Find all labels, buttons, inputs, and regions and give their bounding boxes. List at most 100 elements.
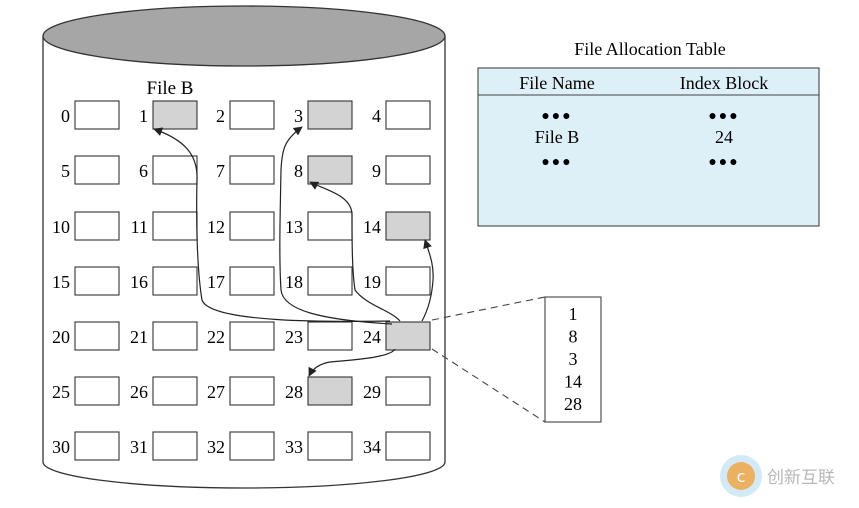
file-allocation-table: File Allocation Table File Name Index Bl…: [477, 39, 820, 227]
block-number-label: 7: [216, 161, 225, 181]
disk-body: [42, 36, 446, 489]
allocated-block-box: [385, 321, 431, 351]
free-block-box: [74, 100, 120, 130]
block-number-label: 28: [285, 382, 303, 402]
fat-row-file-name: File B: [535, 127, 580, 147]
disk-block-7: 7: [216, 155, 275, 185]
block-number-label: 20: [52, 327, 70, 347]
free-block-box: [152, 376, 198, 406]
block-number-label: 9: [372, 161, 381, 181]
free-block-box: [307, 266, 353, 296]
block-number-label: 32: [207, 437, 225, 457]
block-number-label: 26: [130, 382, 148, 402]
block-number-label: 14: [363, 217, 381, 237]
disk-block-33: 33: [285, 431, 353, 461]
free-block-box: [307, 431, 353, 461]
block-number-label: 31: [130, 437, 148, 457]
block-number-label: 30: [52, 437, 70, 457]
disk-block-26: 26: [130, 376, 198, 406]
free-block-box: [229, 376, 275, 406]
free-block-box: [229, 431, 275, 461]
allocated-block-box: [152, 100, 198, 130]
block-number-label: 6: [139, 161, 148, 181]
fat-row-index-block: 24: [715, 127, 733, 147]
allocated-block-box: [307, 100, 353, 130]
block-number-label: 23: [285, 327, 303, 347]
free-block-box: [152, 431, 198, 461]
block-number-label: 2: [216, 106, 225, 126]
disk-block-4: 4: [372, 100, 431, 130]
block-number-label: 25: [52, 382, 70, 402]
index-entry: 28: [564, 394, 582, 414]
disk-block-1: 1: [139, 100, 198, 130]
free-block-box: [229, 211, 275, 241]
block-number-label: 29: [363, 382, 381, 402]
block-number-label: 22: [207, 327, 225, 347]
disk-block-6: 6: [139, 155, 198, 185]
free-block-box: [385, 155, 431, 185]
free-block-box: [385, 376, 431, 406]
fat-header-index-block: Index Block: [680, 73, 768, 93]
block-number-label: 3: [294, 106, 303, 126]
arrow-to-block-14: [421, 239, 434, 322]
arrow-to-block-8: [309, 181, 401, 322]
disk-block-34: 34: [363, 431, 431, 461]
index-entry: 8: [569, 327, 578, 347]
block-number-label: 4: [372, 106, 381, 126]
watermark: c 创新互联: [720, 455, 835, 497]
disk-block-3: 3: [294, 100, 353, 130]
block-number-label: 16: [130, 272, 148, 292]
block-number-label: 1: [139, 106, 148, 126]
disk-block-5: 5: [61, 155, 120, 185]
disk-block-27: 27: [207, 376, 275, 406]
disk-block-9: 9: [372, 155, 431, 185]
block-number-label: 0: [61, 106, 70, 126]
block-number-label: 15: [52, 272, 70, 292]
block-number-label: 8: [294, 161, 303, 181]
free-block-box: [229, 155, 275, 185]
free-block-box: [74, 211, 120, 241]
disk-block-21: 21: [130, 321, 198, 351]
disk-top: [42, 5, 446, 67]
fat-dots-index-top: ●●●: [708, 109, 739, 124]
disk-block-13: 13: [285, 211, 353, 241]
disk-block-18: 18: [285, 266, 353, 296]
block-number-label: 18: [285, 272, 303, 292]
free-block-box: [152, 155, 198, 185]
block-number-label: 24: [363, 327, 381, 347]
fat-dots-name-bottom: ●●●: [541, 155, 572, 170]
allocated-block-box: [307, 155, 353, 185]
block-number-label: 12: [207, 217, 225, 237]
zoom-line-bottom: [431, 348, 546, 423]
free-block-box: [307, 321, 353, 351]
disk-block-24: 24: [363, 321, 431, 351]
block-number-label: 27: [207, 382, 225, 402]
index-entry: 1: [569, 304, 578, 324]
block-number-label: 11: [131, 217, 148, 237]
watermark-logo-inner: [727, 462, 755, 490]
index-entry: 14: [564, 372, 582, 392]
watermark-text: 创新互联: [767, 468, 835, 488]
allocated-block-box: [307, 376, 353, 406]
block-number-label: 33: [285, 437, 303, 457]
index-block-contents-box: [544, 296, 602, 423]
free-block-box: [74, 266, 120, 296]
disk-block-15: 15: [52, 266, 120, 296]
disk-block-20: 20: [52, 321, 120, 351]
disk-block-30: 30: [52, 431, 120, 461]
free-block-box: [385, 431, 431, 461]
block-number-label: 21: [130, 327, 148, 347]
zoom-line-top: [431, 296, 546, 321]
block-number-label: 17: [207, 272, 225, 292]
block-number-label: 13: [285, 217, 303, 237]
free-block-box: [385, 266, 431, 296]
fat-box: [477, 67, 820, 227]
free-block-box: [229, 321, 275, 351]
pointer-arrows: [153, 126, 434, 377]
free-block-box: [229, 266, 275, 296]
allocated-block-box: [385, 211, 431, 241]
block-number-label: 10: [52, 217, 70, 237]
